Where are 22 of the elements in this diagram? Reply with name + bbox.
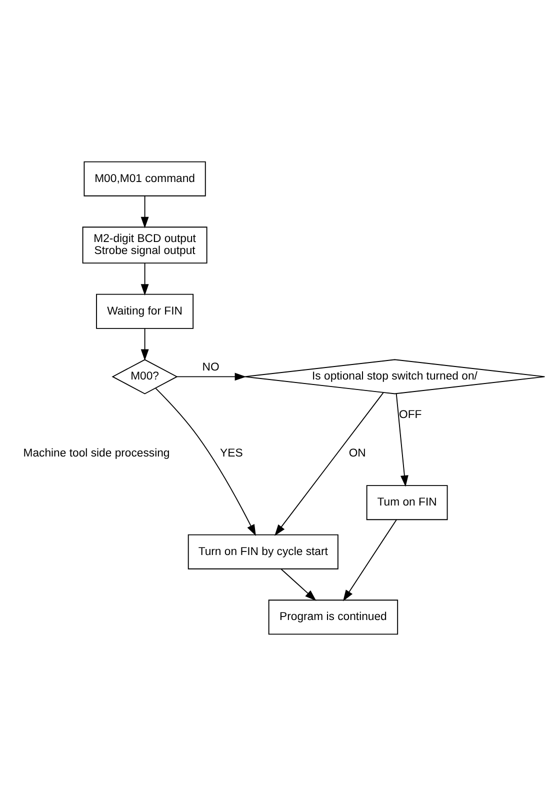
edge-label: ON [348,447,366,460]
node-diamond: Is optional stop switch turned on/ [244,359,546,394]
arrow [280,568,316,601]
arrow [155,388,256,536]
arrow [140,328,149,361]
node-box: Turn on FIN by cycle start [188,534,338,570]
arrow [396,393,408,487]
node-diamond: M00? [112,359,178,394]
node-box: M00,M01 command [84,161,206,196]
edge-label: OFF [399,408,422,421]
arrow [274,392,384,536]
edge-label: YES [220,447,243,460]
arrow [140,262,149,296]
label: Machine tool side processing [23,447,170,460]
arrow [176,372,246,381]
edge-label: NO [202,362,220,374]
node-box: Tum on FIN [366,485,448,520]
arrow [342,519,397,602]
node-box: Waiting for FIN [96,294,194,329]
node-box: Program is continued [268,600,398,635]
arrow [140,196,149,228]
node-box: M2-digit BCD output Strobe signal output [82,226,208,264]
